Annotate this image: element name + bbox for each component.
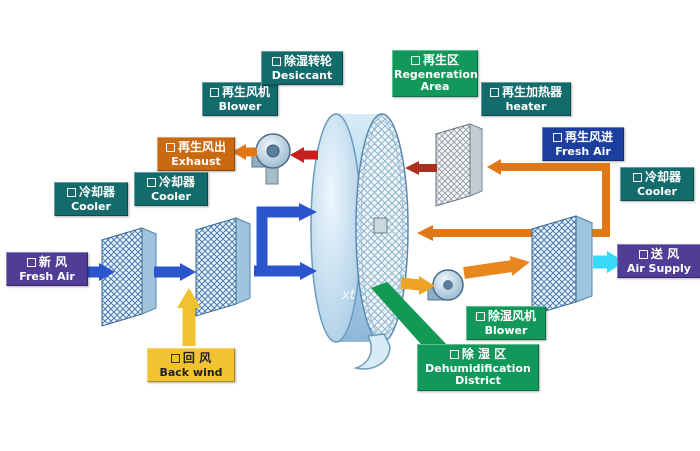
label-en: Fresh Air — [19, 269, 75, 283]
label-en: Air Supply — [627, 261, 691, 275]
label-en: Cooler — [71, 199, 111, 213]
regen-heater-block — [434, 123, 484, 207]
label-zh: 再生加热器 — [501, 85, 562, 99]
label-zh: 冷却器 — [158, 175, 195, 189]
label-air-supply: 送 风 Air Supply — [617, 244, 700, 279]
label-bullet-icon — [165, 143, 175, 153]
label-en: Fresh Air — [555, 144, 611, 158]
label-en: Desiccant — [271, 68, 333, 82]
label-en: Blower — [218, 99, 262, 113]
regen-blower-graphic — [251, 133, 291, 185]
label-zh: 再生区 — [422, 53, 459, 67]
label-zh: 新 风 — [38, 255, 68, 269]
label-exhaust: 再生风出 Exhaust — [157, 137, 235, 172]
label-cooler-3: 冷却器 Cooler — [620, 167, 694, 202]
label-regen-fresh-air: 再生风进 Fresh Air — [542, 127, 624, 162]
label-en: Dehumidification District — [425, 361, 531, 388]
wheel-hub — [373, 217, 388, 234]
label-cooler-2: 冷却器 Cooler — [134, 172, 208, 207]
label-zh: 除湿风机 — [487, 309, 536, 323]
label-en: heater — [505, 99, 547, 113]
label-bullet-icon — [66, 188, 76, 198]
label-bullet-icon — [410, 56, 420, 66]
label-bullet-icon — [26, 258, 36, 268]
regen-flow-arrows — [232, 144, 437, 175]
label-regen-heater: 再生加热器 heater — [481, 82, 571, 117]
label-en: Regeneration Area — [394, 67, 478, 94]
label-en: Cooler — [637, 184, 677, 198]
label-bullet-icon — [552, 133, 562, 143]
label-fresh-air-in: 新 风 Fresh Air — [6, 252, 88, 287]
label-bullet-icon — [475, 312, 485, 322]
process-air-arrows — [85, 203, 317, 281]
cooler-block-1 — [100, 227, 158, 327]
outlet-ribbon — [353, 333, 391, 370]
label-bullet-icon — [271, 57, 281, 67]
label-regen-area: 再生区 Regeneration Area — [392, 50, 478, 97]
label-zh: 除湿转轮 — [283, 54, 332, 68]
label-zh: 冷却器 — [78, 185, 115, 199]
label-bullet-icon — [146, 178, 156, 188]
desiccant-wheel-graphic — [310, 113, 409, 343]
supply-cooler-block — [530, 215, 594, 316]
supply-flow-arrows — [400, 251, 625, 295]
label-bullet-icon — [170, 354, 180, 364]
label-en: Back wind — [159, 365, 223, 379]
label-zh: 再生风机 — [221, 85, 270, 99]
dehum-district-pointer — [371, 282, 449, 351]
label-en: Cooler — [151, 189, 191, 203]
label-zh: 再生风进 — [564, 130, 613, 144]
label-zh: 冷却器 — [644, 170, 681, 184]
label-bullet-icon — [632, 173, 642, 183]
label-en: Exhaust — [171, 154, 221, 168]
label-zh: 回 风 — [182, 351, 212, 365]
label-bullet-icon — [489, 88, 499, 98]
cooler-block-2 — [194, 217, 252, 317]
label-regen-blower: 再生风机 Blower — [202, 82, 278, 117]
label-en: Blower — [484, 323, 528, 337]
label-bullet-icon — [209, 88, 219, 98]
dehum-blower-graphic — [427, 269, 464, 301]
back-wind-arrow — [177, 288, 201, 346]
label-zh: 除 湿 区 — [461, 347, 507, 361]
label-cooler-1: 冷却器 Cooler — [54, 182, 128, 217]
label-dehum-blower: 除湿风机 Blower — [466, 306, 546, 341]
label-zh: 再生风出 — [177, 140, 226, 154]
label-dehum-district: 除 湿 区 Dehumidification District — [417, 344, 539, 391]
label-zh: 送 风 — [650, 247, 680, 261]
label-desiccant-wheel: 除湿转轮 Desiccant — [261, 51, 343, 86]
label-bullet-icon — [449, 350, 459, 360]
label-back-wind: 回 风 Back wind — [147, 348, 235, 383]
label-bullet-icon — [638, 250, 648, 260]
